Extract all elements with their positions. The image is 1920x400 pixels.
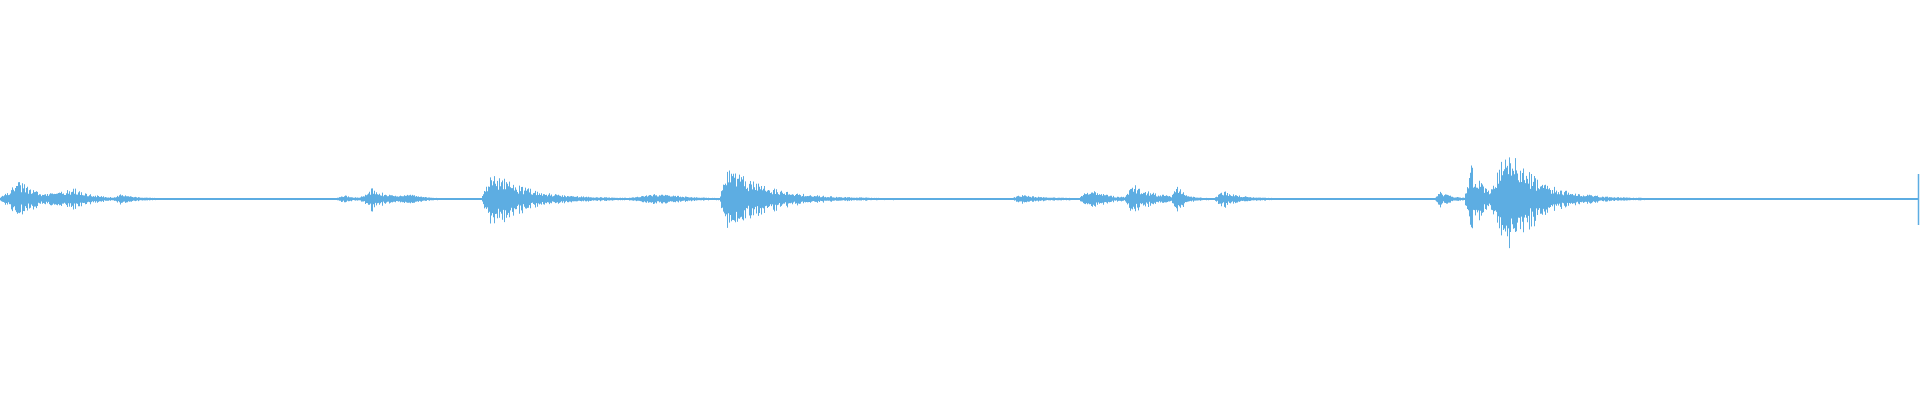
waveform-samples	[0, 157, 1918, 249]
